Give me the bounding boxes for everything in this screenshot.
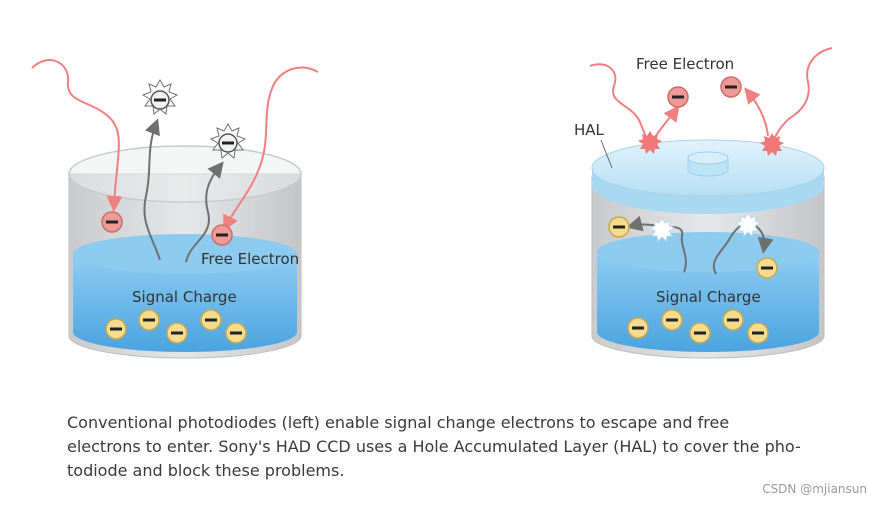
hal-label: HAL bbox=[574, 121, 605, 139]
right-free-electron-path-1 bbox=[655, 105, 680, 137]
caption-line-3: todiode and block these problems. bbox=[67, 461, 345, 480]
right-white-spark-2 bbox=[734, 212, 762, 238]
electron-icon bbox=[667, 86, 689, 108]
right-light-ray-2 bbox=[771, 47, 833, 143]
electron-icon bbox=[218, 133, 238, 153]
left-signal-charge-label: Signal Charge bbox=[132, 288, 237, 306]
electron-icon bbox=[225, 322, 247, 344]
right-free-electron-path-2 bbox=[744, 87, 769, 137]
figure-caption: Conventional photodiodes (left) enable s… bbox=[67, 411, 847, 483]
electron-icon bbox=[211, 224, 233, 246]
right-signal-charge-label: Signal Charge bbox=[656, 288, 761, 306]
watermark: CSDN @mjiansun bbox=[762, 482, 867, 496]
left-photodiode bbox=[31, 59, 319, 359]
left-water-surface bbox=[73, 234, 297, 274]
left-free-electron-label: Free Electron bbox=[201, 250, 299, 268]
right-free-electrons bbox=[667, 76, 742, 108]
right-free-electron-label: Free Electron bbox=[636, 55, 734, 73]
electron-icon bbox=[608, 216, 630, 238]
electron-icon bbox=[720, 76, 742, 98]
right-photodiode bbox=[589, 47, 833, 359]
right-white-spark-1 bbox=[648, 217, 676, 243]
left-cylinder-rim bbox=[68, 145, 302, 203]
electron-icon bbox=[756, 257, 778, 279]
left-light-ray-2 bbox=[223, 66, 319, 232]
electron-icon bbox=[722, 309, 744, 331]
right-escape-path-1 bbox=[667, 226, 687, 273]
caption-line-2: electrons to enter. Sony's HAD CCD uses … bbox=[67, 437, 801, 456]
right-signal-electrons bbox=[608, 216, 778, 344]
caption-line-1: Conventional photodiodes (left) enable s… bbox=[67, 413, 730, 432]
electron-icon bbox=[101, 211, 123, 233]
left-light-ray-1 bbox=[31, 59, 123, 212]
right-red-spark-2 bbox=[760, 133, 784, 156]
electron-icon bbox=[105, 318, 127, 340]
left-escaped-electrons bbox=[150, 90, 238, 153]
electron-icon bbox=[689, 322, 711, 344]
left-escape-path-1 bbox=[143, 118, 161, 261]
right-red-spark-1 bbox=[638, 131, 662, 154]
electron-icon bbox=[627, 317, 649, 339]
electron-icon bbox=[200, 309, 222, 331]
electron-icon bbox=[747, 322, 769, 344]
left-free-electrons bbox=[101, 211, 233, 246]
electron-icon bbox=[166, 322, 188, 344]
hal-pointer-line bbox=[600, 139, 613, 169]
right-light-ray-1 bbox=[589, 63, 649, 141]
hal-center-post-top bbox=[687, 151, 729, 165]
electron-icon bbox=[138, 309, 160, 331]
electron-icon bbox=[150, 90, 170, 110]
right-water-surface bbox=[597, 232, 819, 272]
left-escape-path-2 bbox=[185, 161, 224, 263]
electron-icon bbox=[661, 309, 683, 331]
left-signal-electrons bbox=[105, 309, 247, 344]
